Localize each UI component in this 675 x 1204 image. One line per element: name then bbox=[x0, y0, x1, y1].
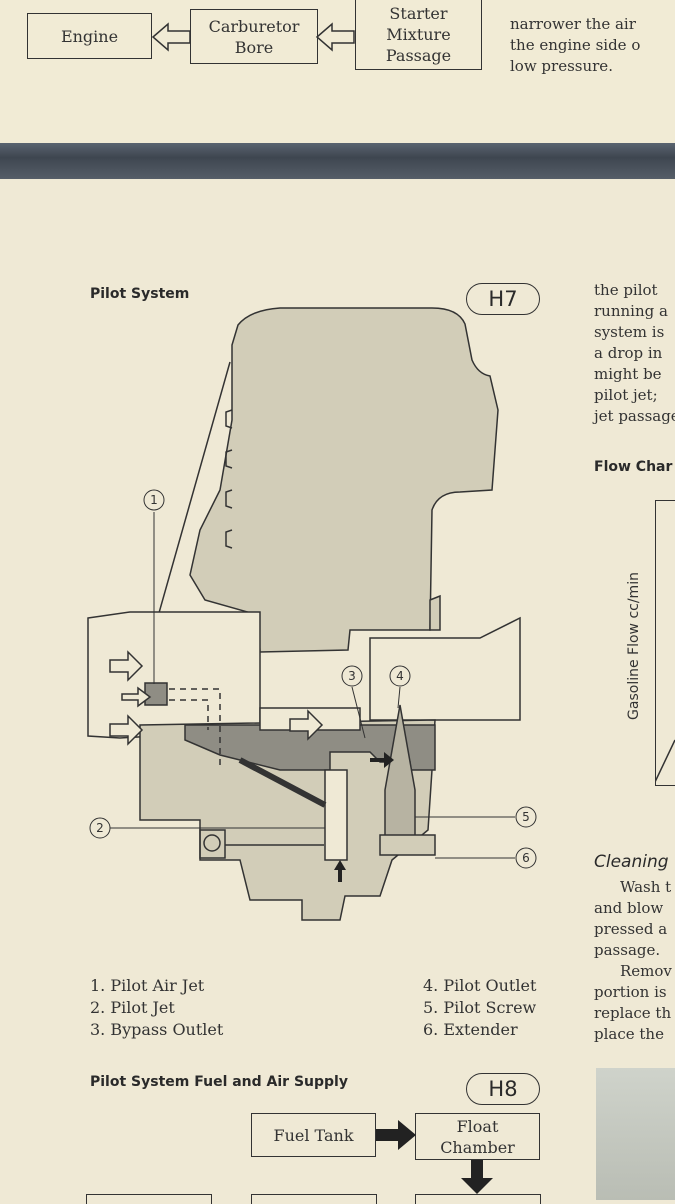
top-text-line-1: narrower the air bbox=[510, 15, 636, 33]
callout-1-label: 1 bbox=[150, 493, 158, 507]
leader-4 bbox=[397, 686, 401, 709]
legend-item-4: 4. Pilot Outlet bbox=[423, 976, 537, 995]
callout-6-label: 6 bbox=[522, 851, 530, 865]
callout-3-label: 3 bbox=[348, 669, 356, 683]
arrow-left-icon bbox=[315, 22, 355, 52]
carburetor-bore-box: Carburetor Bore bbox=[190, 9, 318, 64]
callout-3 bbox=[341, 665, 363, 687]
legend-item-1: 1. Pilot Air Jet bbox=[90, 976, 205, 995]
carburetor-bore-label: Carburetor Bore bbox=[208, 16, 300, 57]
carburetor-top-body bbox=[189, 307, 499, 653]
starter-mixture-label: Starter Mixture Passage bbox=[385, 4, 452, 65]
cleaning-line-1: Wash t bbox=[620, 878, 672, 896]
starter-mixture-box: Starter Mixture Passage bbox=[355, 0, 482, 70]
right-text-line-3: system is bbox=[594, 323, 665, 341]
air-flow-arrow-icon bbox=[109, 650, 144, 682]
fuel-tank-label: Fuel Tank bbox=[273, 1125, 354, 1145]
fuel-tank-box: Fuel Tank bbox=[251, 1113, 376, 1157]
right-text-line-6: pilot jet; bbox=[594, 386, 658, 404]
pilot-system-diagram: 1 2 3 4 5 6 bbox=[87, 307, 537, 921]
pilot-air-jet bbox=[144, 682, 168, 706]
figure-badge-h7-label: H7 bbox=[488, 287, 518, 311]
right-text-line-5: might be bbox=[594, 365, 662, 383]
figure-badge-h8-label: H8 bbox=[488, 1077, 518, 1101]
callout-2 bbox=[89, 817, 111, 839]
body-ribs bbox=[225, 409, 233, 549]
legend-item-6: 6. Extender bbox=[423, 1020, 518, 1039]
right-text-line-4: a drop in bbox=[594, 344, 663, 362]
cleaning-line-8: place the bbox=[594, 1025, 664, 1043]
bottom-box-right bbox=[415, 1194, 541, 1204]
top-text-line-2: the engine side o bbox=[510, 36, 641, 54]
top-page-section bbox=[0, 0, 675, 148]
bottom-box-center bbox=[251, 1194, 377, 1204]
right-text-line-2: running a bbox=[594, 302, 668, 320]
supply-title: Pilot System Fuel and Air Supply bbox=[90, 1074, 348, 1090]
float-chamber-box: Float Chamber bbox=[415, 1113, 540, 1160]
cleaning-photo bbox=[596, 1068, 675, 1200]
cleaning-line-2: and blow bbox=[594, 899, 664, 917]
air-flow-arrow-icon bbox=[109, 714, 144, 746]
callout-4-label: 4 bbox=[396, 669, 404, 683]
top-text-line-3: low pressure. bbox=[510, 57, 613, 75]
outlet-bore bbox=[369, 616, 521, 721]
slanted-passage bbox=[238, 757, 327, 808]
callout-1 bbox=[143, 489, 165, 511]
extender bbox=[379, 834, 436, 856]
pilot-jet bbox=[324, 769, 348, 861]
arrow-right-icon bbox=[376, 1120, 416, 1150]
air-flow-arrow-icon bbox=[289, 709, 324, 741]
right-text-line-7: jet passage bbox=[594, 407, 675, 425]
fuel-flow-arrow-icon bbox=[334, 860, 346, 882]
figure-badge-h8: H8 bbox=[466, 1073, 540, 1105]
dashed-air-line bbox=[158, 688, 221, 770]
callout-5-label: 5 bbox=[522, 810, 530, 824]
intake-bore bbox=[87, 611, 261, 739]
callout-2-label: 2 bbox=[96, 821, 104, 835]
bore-stub bbox=[429, 594, 441, 631]
flow-chart-frame bbox=[655, 500, 675, 786]
right-text-line-1: the pilot bbox=[594, 281, 658, 299]
figure-badge-h7: H7 bbox=[466, 283, 540, 315]
bottom-box-left bbox=[86, 1194, 212, 1204]
air-flow-arrow-icon bbox=[121, 686, 152, 708]
engine-label: Engine bbox=[60, 26, 119, 46]
page-divider bbox=[0, 143, 675, 179]
legend-item-2: 2. Pilot Jet bbox=[90, 998, 175, 1017]
callout-5 bbox=[515, 806, 537, 828]
pilot-passage-block bbox=[184, 724, 436, 771]
float-pivot bbox=[203, 834, 221, 852]
fuel-flow-arrow-icon bbox=[370, 752, 394, 768]
flow-chart-curve bbox=[655, 739, 675, 783]
cleaning-line-3: pressed a bbox=[594, 920, 668, 938]
flow-chart-axis-label: Gasoline Flow cc/min bbox=[626, 572, 642, 720]
float-chamber-label: Float Chamber bbox=[440, 1116, 515, 1157]
cleaning-line-4: passage. bbox=[594, 941, 661, 959]
flow-chart-heading: Flow Char bbox=[594, 459, 673, 475]
leader-3 bbox=[351, 686, 366, 739]
callout-6 bbox=[515, 847, 537, 869]
cleaning-line-6: portion is bbox=[594, 983, 667, 1001]
arrow-left-icon bbox=[151, 22, 191, 52]
pilot-system-title: Pilot System bbox=[90, 286, 190, 302]
cleaning-line-7: replace th bbox=[594, 1004, 672, 1022]
legend-item-3: 3. Bypass Outlet bbox=[90, 1020, 224, 1039]
cleaning-line-5: Remov bbox=[620, 962, 672, 980]
cleaning-heading: Cleaning bbox=[594, 852, 669, 872]
arrow-down-icon bbox=[461, 1160, 493, 1194]
callout-4 bbox=[389, 665, 411, 687]
float-pivot-frame bbox=[199, 829, 226, 859]
engine-box: Engine bbox=[27, 13, 152, 59]
top-flow-arrows bbox=[151, 22, 355, 52]
legend-item-5: 5. Pilot Screw bbox=[423, 998, 537, 1017]
